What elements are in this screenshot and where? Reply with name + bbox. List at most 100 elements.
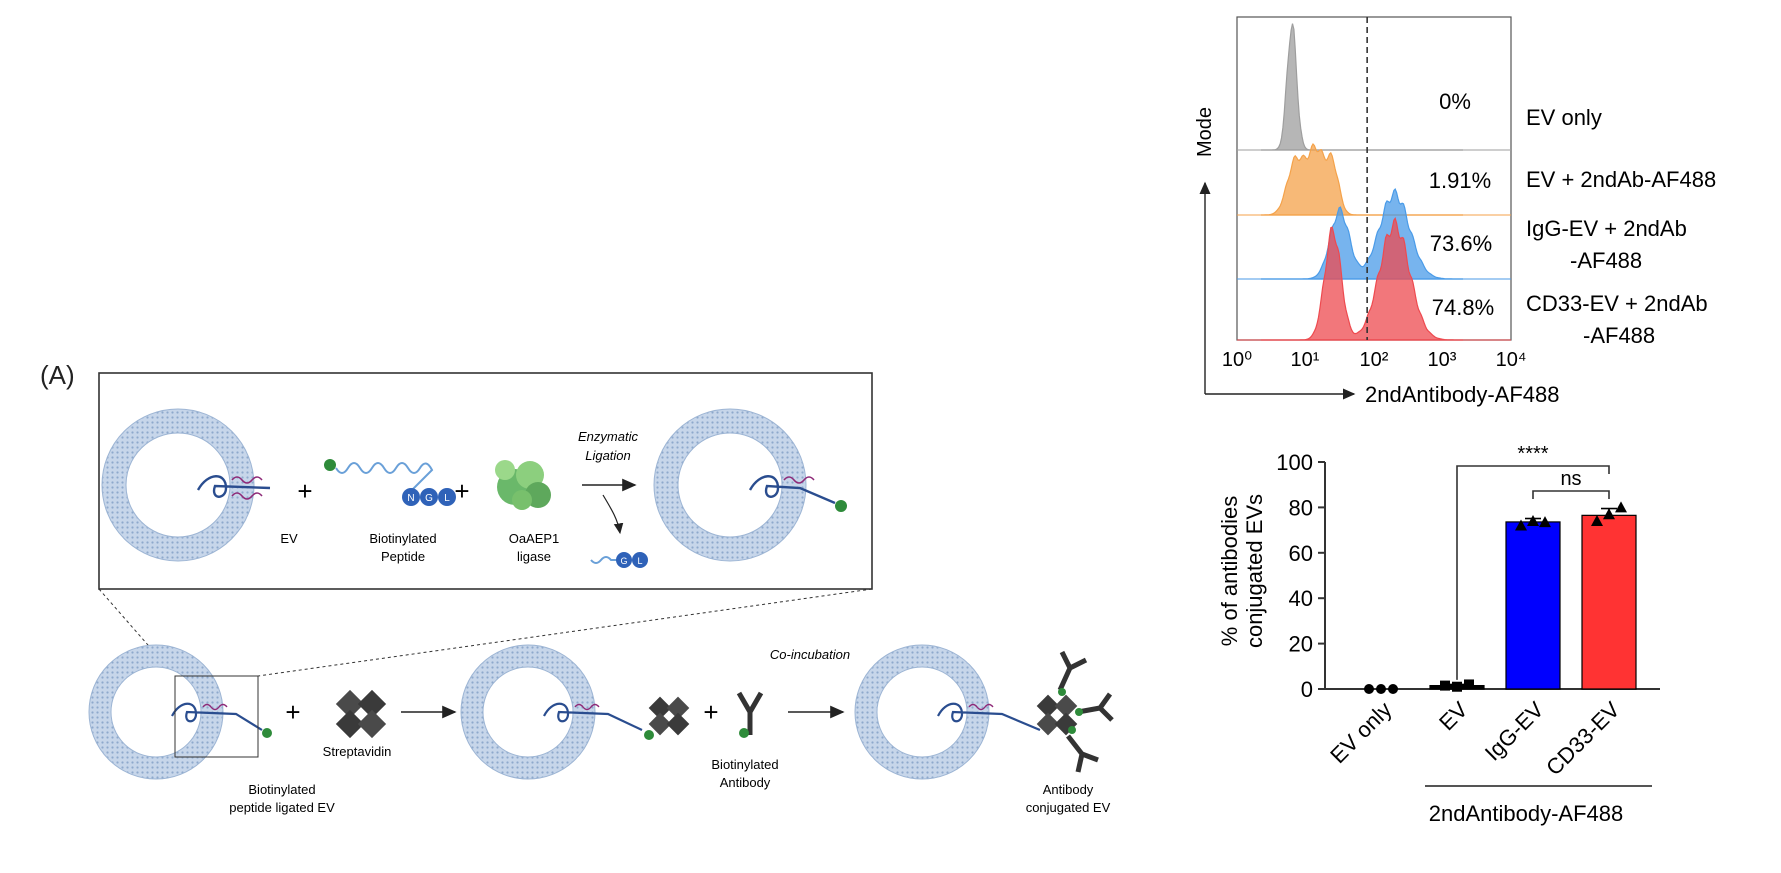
peptide-letter-g: G	[425, 493, 433, 504]
y-tick-label: 20	[1289, 632, 1313, 657]
data-point	[1603, 508, 1615, 520]
x-tick-label: 10¹	[1291, 349, 1320, 371]
category-label: EV only	[1325, 697, 1396, 768]
histogram-traces	[1237, 23, 1511, 341]
peptide-letter-l: L	[444, 493, 450, 504]
schematic-inset: EV + N G L Biotinylated Peptide + OaAEP1…	[98, 372, 873, 590]
antibody-label-line2: Antibody	[720, 775, 771, 790]
byproduct-arrow	[602, 494, 624, 535]
data-point	[1364, 684, 1374, 694]
chart-y-label-line2: conjugated EVs	[1242, 494, 1267, 648]
legend-cd33-ev-line2: -AF488	[1583, 323, 1655, 348]
biotin-icon	[739, 728, 749, 738]
zoom-line	[257, 588, 873, 677]
y-tick-label: 40	[1289, 586, 1313, 611]
byproduct-peptide: G L	[590, 552, 648, 568]
chart-y-label-line1: % of antibodies	[1217, 496, 1242, 646]
legend-ev-only: EV only	[1526, 105, 1602, 130]
enzymatic-ligation-line1: Enzymatic	[578, 429, 638, 444]
peptide-label-line2: Peptide	[381, 549, 425, 564]
legend-cd33-ev-line1: CD33-EV + 2ndAb	[1526, 291, 1708, 316]
final-label-line1: Antibody	[1043, 782, 1094, 797]
peptide-letter-n: N	[407, 493, 414, 504]
histogram-x-ticks: 10⁰ 10¹ 10² 10³ 10⁴	[1222, 349, 1527, 371]
data-point	[1591, 515, 1603, 527]
bar	[1581, 514, 1637, 690]
byproduct-letter-g: G	[620, 556, 627, 566]
byproduct-letter-l: L	[637, 556, 642, 566]
significance-label: ****	[1517, 443, 1548, 465]
data-point	[1464, 679, 1474, 690]
histogram-trace	[1260, 216, 1464, 341]
ligase-icon	[495, 460, 551, 510]
histogram-panel: 10⁰ 10¹ 10² 10³ 10⁴ Mode 2ndAntibody-AF4…	[1194, 16, 1716, 407]
data-point	[1515, 519, 1527, 531]
ligase-label-line1: OaAEP1	[509, 531, 560, 546]
antibody-label-line1: Biotinylated	[711, 757, 778, 772]
y-tick-label: 0	[1301, 677, 1313, 702]
significance-label: ns	[1560, 468, 1581, 490]
streptavidin-label: Streptavidin	[323, 744, 392, 759]
group-label: 2ndAntibody-AF488	[1429, 801, 1623, 826]
zoom-box	[174, 675, 259, 758]
significance-bracket	[1456, 465, 1610, 680]
biotin-icon	[262, 728, 272, 738]
category-label: IgG-EV	[1480, 697, 1549, 766]
histogram-trace	[1260, 142, 1464, 216]
biotinylated-peptide: N G L	[324, 459, 456, 506]
ev-vesicle	[101, 408, 271, 562]
y-axis-label: Mode	[1194, 107, 1216, 157]
inset-ev-label: EV	[280, 531, 298, 546]
ev-surface-protein	[196, 475, 271, 498]
category-label: EV	[1434, 697, 1473, 736]
histogram-trace	[1260, 23, 1464, 151]
legend-igg-ev-line2: -AF488	[1570, 248, 1642, 273]
antibody-icon	[736, 691, 764, 738]
biotin-icon	[644, 730, 654, 740]
panel-label: (A)	[40, 360, 75, 390]
data-point	[1539, 516, 1551, 528]
enzymatic-ligation-line2: Ligation	[585, 448, 631, 463]
data-point	[1452, 681, 1462, 692]
co-incubation-label: Co-incubation	[770, 647, 850, 662]
significance-bracket	[1532, 490, 1610, 499]
plus-sign: +	[285, 697, 300, 727]
x-tick-label: 10²	[1360, 349, 1389, 371]
data-point	[1376, 684, 1386, 694]
data-point	[1527, 515, 1539, 527]
ligated-ev-vesicle	[653, 408, 847, 562]
ev-streptavidin-complex	[460, 644, 690, 780]
data-point	[1388, 684, 1398, 694]
plus-sign: +	[297, 476, 312, 506]
x-tick-label: 10³	[1428, 349, 1457, 371]
schematic-bottom: Biotinylated peptide ligated EV + Strept…	[88, 644, 1114, 815]
y-tick-label: 100	[1276, 450, 1313, 475]
percent-igg-ev: 73.6%	[1430, 231, 1492, 256]
x-axis-label: 2ndAntibody-AF488	[1365, 382, 1559, 407]
percent-ev-2nd: 1.91%	[1429, 168, 1491, 193]
antibody-conjugated-ev	[854, 644, 1114, 780]
bottom-ev-label-line1: Biotinylated	[248, 782, 315, 797]
bar	[1505, 521, 1561, 690]
y-tick-label: 80	[1289, 495, 1313, 520]
ev-vesicle	[88, 644, 272, 780]
legend-igg-ev-line1: IgG-EV + 2ndAb	[1526, 216, 1687, 241]
streptavidin-icon	[335, 689, 387, 739]
ligase-label-line2: ligase	[517, 549, 551, 564]
x-tick-label: 10⁰	[1222, 349, 1252, 371]
category-label: CD33-EV	[1541, 697, 1625, 781]
bar-chart: % of antibodies conjugated EVs 2ndAntibo…	[1217, 443, 1660, 826]
data-point	[1440, 680, 1450, 691]
peptide-label-line1: Biotinylated	[369, 531, 436, 546]
histogram-trace	[1260, 188, 1464, 280]
plus-sign: +	[703, 697, 718, 727]
final-label-line2: conjugated EV	[1026, 800, 1111, 815]
biotin-icon	[324, 459, 336, 471]
percent-ev-only: 0%	[1439, 89, 1471, 114]
biotin-icon	[835, 500, 847, 512]
plus-sign: +	[454, 476, 469, 506]
bottom-ev-label-line2: peptide ligated EV	[229, 800, 335, 815]
data-point	[1615, 501, 1627, 513]
legend-ev-2nd: EV + 2ndAb-AF488	[1526, 167, 1716, 192]
